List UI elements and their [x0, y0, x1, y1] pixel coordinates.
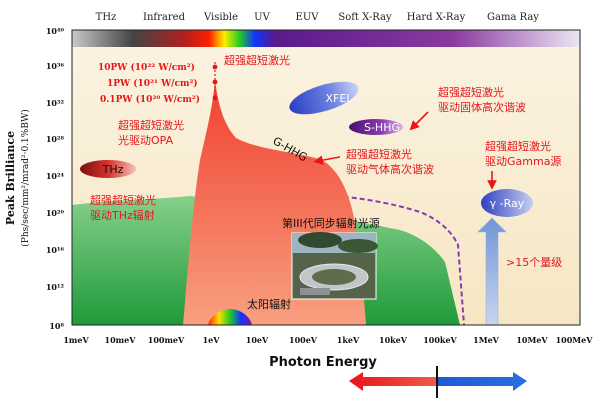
band-label-hard-xray: Hard X-Ray	[407, 12, 466, 23]
solar-spectrum	[208, 309, 252, 325]
band-label-infrared: Infrared	[143, 12, 186, 23]
thz-source-ellipse	[80, 160, 136, 178]
synchrotron-label: 第III代同步辐射光源	[282, 216, 380, 230]
y-tick-label: 10²⁰	[46, 208, 65, 218]
laser-label: 超强超短激光	[224, 53, 290, 67]
solid-hhg-label-line1: 超强超短激光	[438, 85, 504, 99]
y-axis-label: Peak Brilliance	[4, 131, 17, 225]
high-energy-arrow	[437, 372, 527, 391]
x-tick-label: 1meV	[63, 335, 89, 345]
y-axis: 10⁸ 10¹² 10¹⁶ 10²⁰ 10²⁴ 10²⁸ 10³² 10³⁶ 1…	[46, 26, 65, 331]
x-axis-label: Photon Energy	[269, 355, 377, 370]
band-label-uv: UV	[254, 12, 270, 23]
x-tick-label: 1eV	[203, 335, 221, 345]
x-tick-label: 10MeV	[516, 335, 548, 345]
solar-label: 太阳辐射	[247, 297, 291, 311]
orders-arrow	[477, 217, 507, 326]
power-dot-10pw	[212, 64, 218, 70]
power-label-10pw: 10PW (10²² W/cm²)	[98, 62, 195, 73]
photo-ring-inner	[312, 269, 356, 285]
y-axis-unit: (Phs/sec/mm²/mrad²·0.1%BW)	[20, 109, 31, 246]
band-label-visible: Visible	[203, 12, 238, 23]
x-tick-label: 100meV	[148, 335, 185, 345]
y-tick-label: 10⁴⁰	[46, 26, 65, 36]
y-tick-label: 10¹⁶	[46, 245, 65, 255]
solid-hhg-label-line2: 驱动固体高次谐波	[438, 100, 526, 114]
thz-label-line2: 驱动THz辐射	[90, 208, 155, 222]
gas-hhg-label-line2: 驱动气体高次谐波	[346, 162, 434, 176]
y-tick-label: 10³⁶	[46, 61, 65, 71]
power-label-1pw: 1PW (10²¹ W/cm²)	[107, 78, 198, 89]
power-label-0p1pw: 0.1PW (10²⁰ W/cm²)	[100, 94, 200, 105]
low-energy-arrow	[349, 372, 437, 391]
thz-source-label: THz	[102, 163, 124, 176]
band-label-soft-xray: Soft X-Ray	[338, 12, 392, 23]
thz-label-line1: 超强超短激光	[90, 193, 156, 207]
power-dot-0p1pw	[212, 95, 218, 101]
photo-building	[300, 288, 330, 295]
x-tick-label: 100keV	[423, 335, 457, 345]
x-tick-label: 10eV	[246, 335, 269, 345]
s-hhg-label: S-HHG	[364, 121, 400, 134]
x-tick-label: 100eV	[289, 335, 318, 345]
x-tick-label: 1keV	[337, 335, 360, 345]
x-axis: 1meV 10meV 100meV 1eV 10eV 100eV 1keV 10…	[63, 335, 593, 345]
gamma-label-line2: 驱动Gamma源	[485, 154, 561, 168]
band-label-gama-ray: Gama Ray	[487, 12, 539, 23]
y-tick-label: 10²⁴	[46, 171, 65, 181]
x-tick-label: 1MeV	[473, 335, 500, 345]
opa-label-line2: 光驱动OPA	[118, 133, 174, 147]
gamma-ray-ellipse	[481, 189, 533, 217]
plot-frame	[71, 29, 581, 326]
gamma-label-line1: 超强超短激光	[485, 139, 551, 153]
gas-hhg-label-line1: 超强超短激光	[346, 147, 412, 161]
x-tick-label: 100MeV	[556, 335, 594, 345]
xfel-label: XFEL	[326, 92, 354, 105]
photo-hill	[298, 232, 342, 248]
y-tick-label: 10⁸	[49, 321, 64, 331]
xfel-ellipse	[289, 81, 359, 115]
power-dot-1pw	[212, 79, 218, 85]
y-tick-label: 10²⁸	[46, 134, 65, 144]
gamma-ray-label: γ -Ray	[490, 197, 525, 210]
x-tick-label: 10keV	[379, 335, 408, 345]
s-hhg-ellipse	[349, 119, 403, 135]
band-label-thz: THz	[96, 12, 117, 23]
x-tick-label: 10meV	[105, 335, 137, 345]
opa-label-line1: 超强超短激光	[118, 118, 184, 132]
gas-hhg-arrow	[313, 155, 341, 165]
orders-label: >15个量级	[506, 256, 562, 269]
solid-hhg-arrow	[409, 111, 429, 131]
photo-hill-2	[338, 239, 378, 253]
y-tick-label: 10³²	[46, 98, 65, 108]
y-tick-label: 10¹²	[46, 282, 65, 292]
band-label-euv: EUV	[296, 12, 320, 23]
spectrum-bar	[72, 30, 580, 47]
